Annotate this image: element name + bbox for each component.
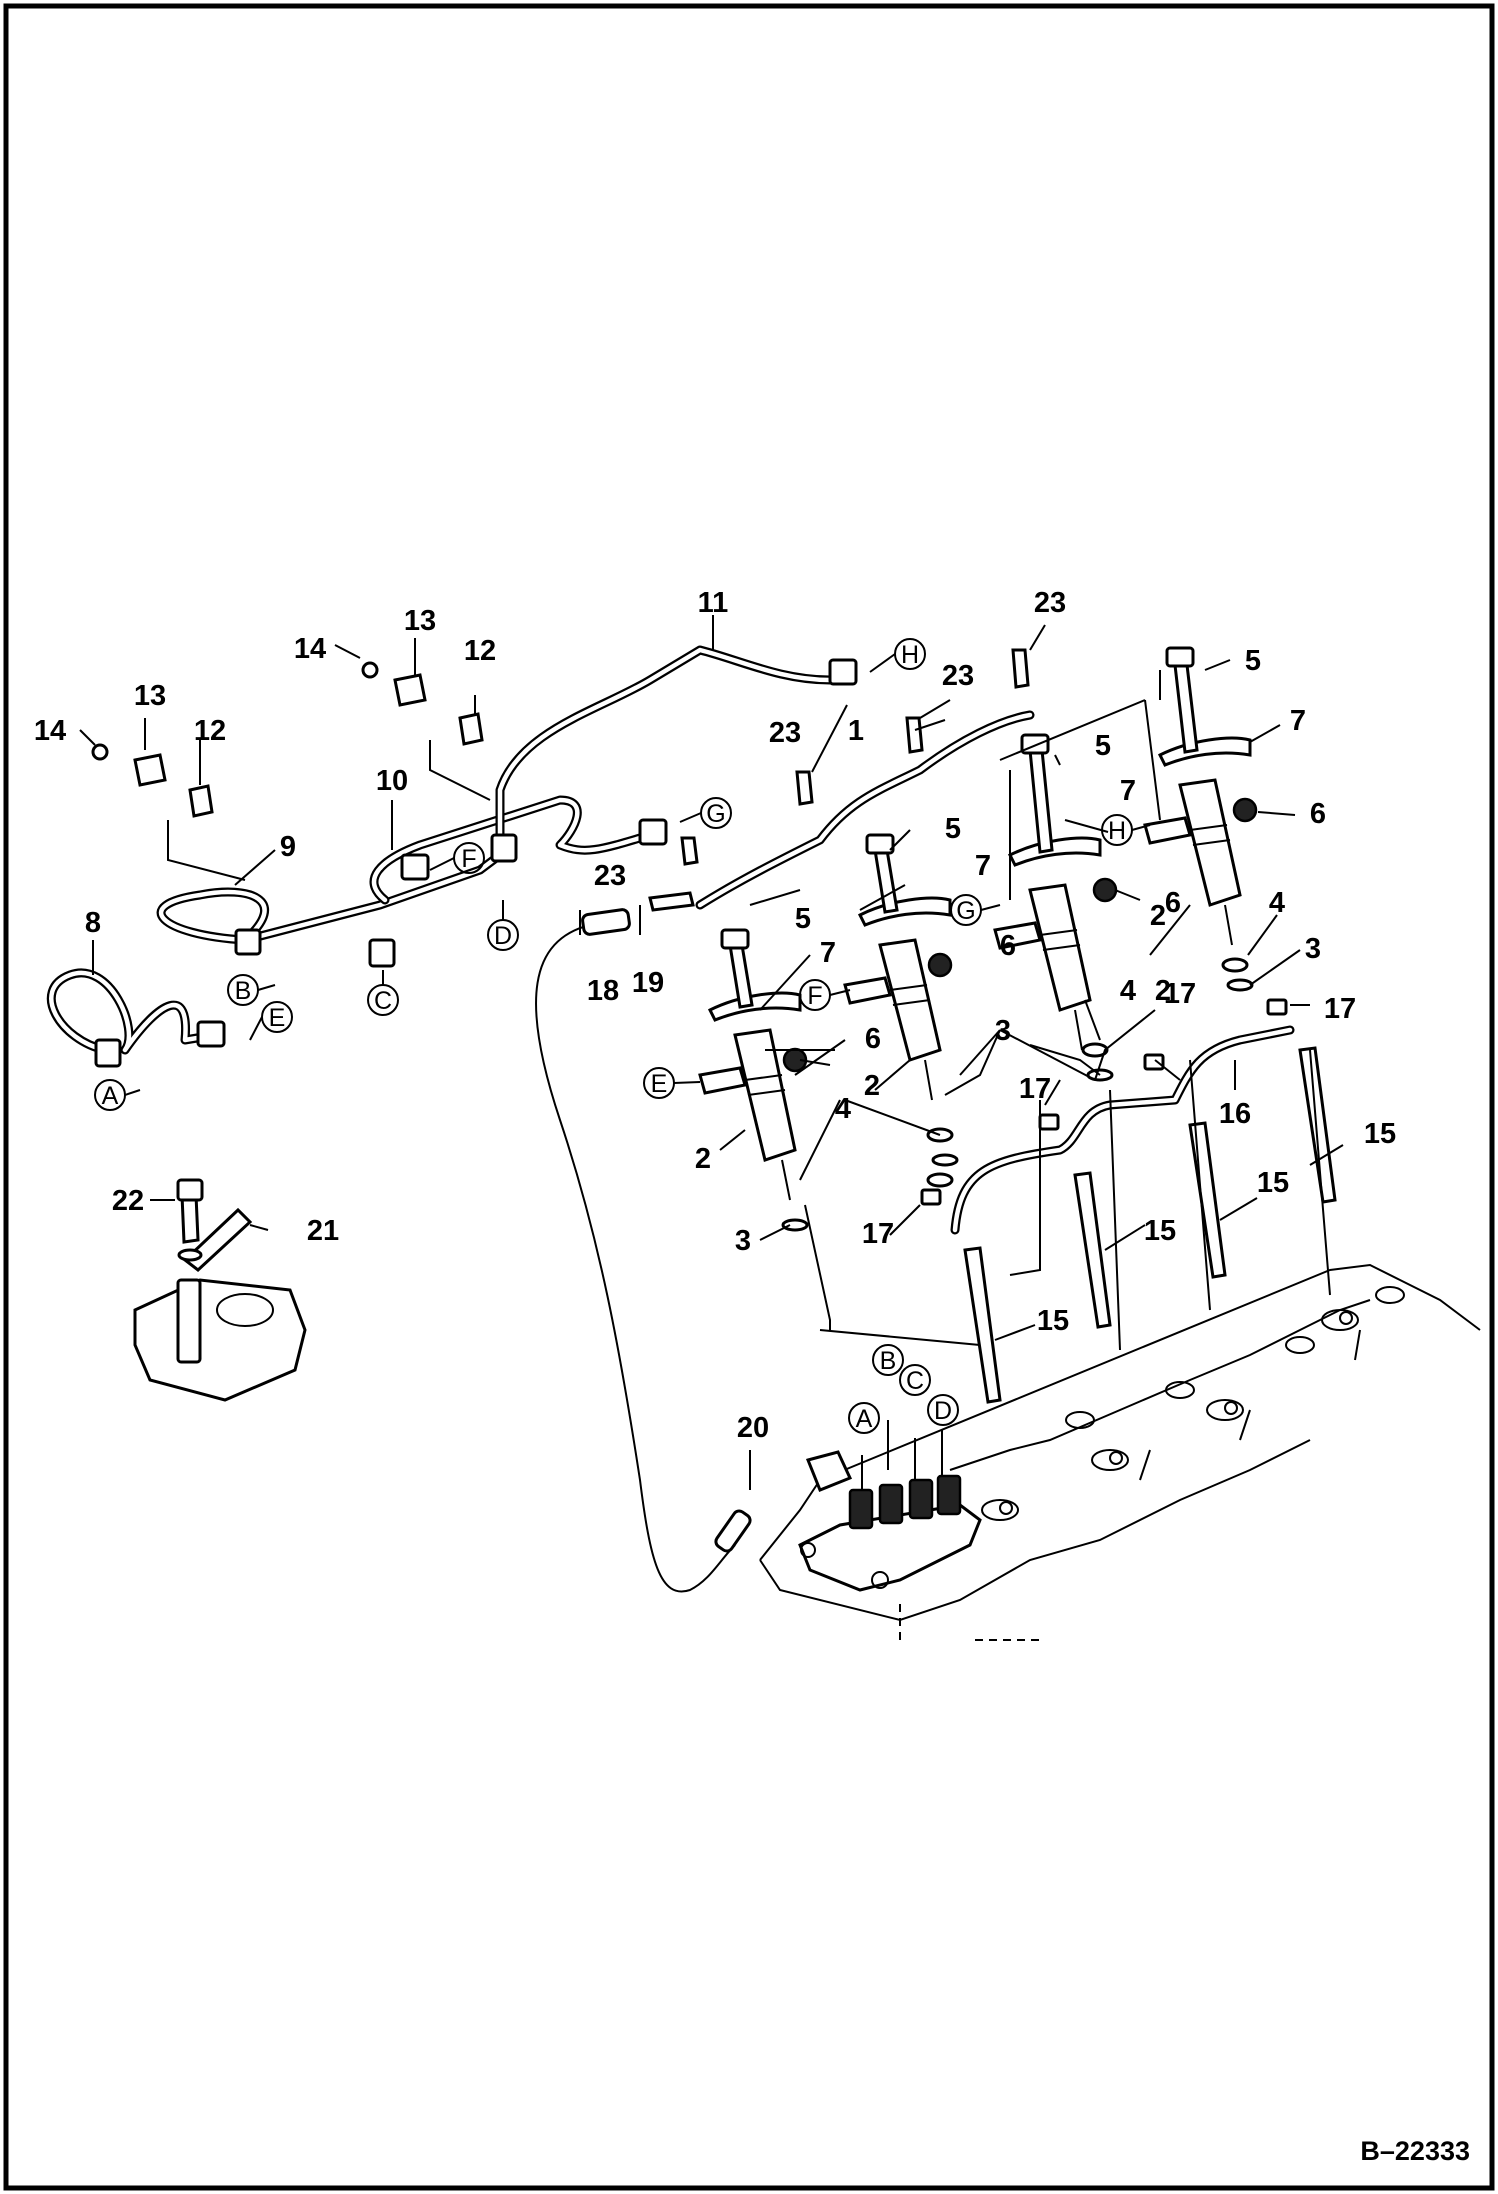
callout-4a: 4 (835, 1093, 851, 1125)
callout-5c: 5 (1095, 730, 1111, 762)
marker-C2: C (906, 1367, 924, 1395)
callout-15b: 15 (1144, 1215, 1176, 1247)
callout-7d: 7 (1290, 705, 1306, 737)
nozzle-nuts-6 (782, 797, 1258, 1073)
marker-A1: A (102, 1082, 119, 1110)
injection-pipes (46, 645, 1035, 1055)
marker-D1: D (494, 922, 512, 950)
marker-C1: C (374, 987, 392, 1015)
callout-15c: 15 (1257, 1167, 1289, 1199)
fuel-return-line (535, 924, 736, 1593)
glow-plug-lead (950, 1025, 1295, 1235)
callout-15a: 15 (1037, 1305, 1069, 1337)
callout-5b: 5 (945, 813, 961, 845)
callout-7a: 7 (820, 937, 836, 969)
callout-4b: 4 (1120, 975, 1136, 1007)
callout-18: 18 (587, 975, 619, 1007)
callout-4c: 4 (1269, 887, 1285, 919)
marker-G2: G (956, 897, 975, 925)
callout-11: 11 (698, 587, 729, 619)
callout-3c: 3 (1305, 933, 1321, 965)
bracket-bolts (720, 646, 1199, 1009)
callout-2c: 2 (1155, 975, 1171, 1007)
marker-D2: D (934, 1397, 952, 1425)
marker-B1: B (235, 977, 252, 1005)
callout-8: 8 (85, 907, 101, 939)
marker-G1: G (706, 800, 725, 828)
callout-19: 19 (632, 967, 664, 999)
pipe-nuts (94, 658, 858, 1068)
glow-plugs (963, 1046, 1337, 1404)
callout-7c: 7 (1120, 775, 1136, 807)
callout-13b: 13 (404, 605, 436, 637)
callout-5d: 5 (1245, 645, 1261, 677)
callout-17d: 17 (862, 1218, 894, 1250)
callout-6d: 6 (1310, 798, 1326, 830)
pipe-clamp-left (91, 743, 246, 881)
callout-14a: 14 (34, 715, 66, 747)
injector-2 (843, 938, 942, 1101)
drawing-reference-number: B–22333 (1360, 2136, 1470, 2166)
callout-15d: 15 (1364, 1118, 1396, 1150)
marker-A2: A (856, 1405, 873, 1433)
callout-23c: 23 (942, 660, 974, 692)
callout-23b: 23 (769, 717, 801, 749)
callout-17b: 17 (1164, 978, 1196, 1010)
border (3, 3, 1495, 2191)
connection-markers: A B C D E F G H E F G H A B C D (94, 638, 1151, 1434)
marker-E2: E (651, 1070, 668, 1098)
injector-1 (698, 1028, 797, 1201)
callout-12a: 12 (194, 715, 226, 747)
callout-22: 22 (112, 1185, 144, 1217)
callout-17c: 17 (1324, 993, 1356, 1025)
engine-cylinder-head (759, 1263, 1481, 1641)
return-hose-18 (581, 908, 631, 936)
pipe-clamp-right (361, 661, 491, 801)
callout-2d: 2 (1150, 900, 1166, 932)
marker-F2: F (807, 982, 822, 1010)
callout-23a: 23 (594, 860, 626, 892)
callout-10: 10 (376, 765, 408, 797)
callout-1: 1 (848, 715, 864, 747)
marker-F1: F (461, 845, 476, 873)
marker-H2: H (1108, 817, 1126, 845)
callout-3a: 3 (735, 1225, 751, 1257)
callout-7b: 7 (975, 850, 991, 882)
callout-3b: 3 (995, 1015, 1011, 1047)
callout-2a: 2 (695, 1143, 711, 1175)
callout-17a: 17 (1019, 1073, 1051, 1105)
cover-housing (133, 1178, 307, 1402)
marker-H1: H (901, 641, 919, 669)
callout-2b: 2 (864, 1070, 880, 1102)
callout-6c: 6 (1165, 887, 1181, 919)
callout-20: 20 (737, 1412, 769, 1444)
callout-16: 16 (1219, 1098, 1251, 1130)
callout-6b: 6 (1000, 930, 1016, 962)
callout-23d: 23 (1034, 587, 1066, 619)
banjo-bolts-23 (648, 648, 1030, 912)
callout-9: 9 (280, 831, 296, 863)
injector-3 (993, 883, 1092, 1051)
return-hose-20 (714, 1509, 752, 1553)
leader-lines (79, 615, 1344, 1490)
injector-4 (1143, 778, 1242, 946)
callout-6a: 6 (865, 1023, 881, 1055)
callout-21: 21 (307, 1215, 339, 1247)
callout-12b: 12 (464, 635, 496, 667)
callout-numbers: 1 2 2 2 2 3 3 3 4 4 4 5 5 5 5 6 6 6 6 7 … (34, 587, 1396, 1444)
callout-14b: 14 (294, 633, 326, 665)
marker-E1: E (269, 1004, 286, 1032)
callout-5a: 5 (795, 903, 811, 935)
callout-13a: 13 (134, 680, 166, 712)
injection-pump (798, 1450, 982, 1592)
marker-B2: B (880, 1347, 897, 1375)
